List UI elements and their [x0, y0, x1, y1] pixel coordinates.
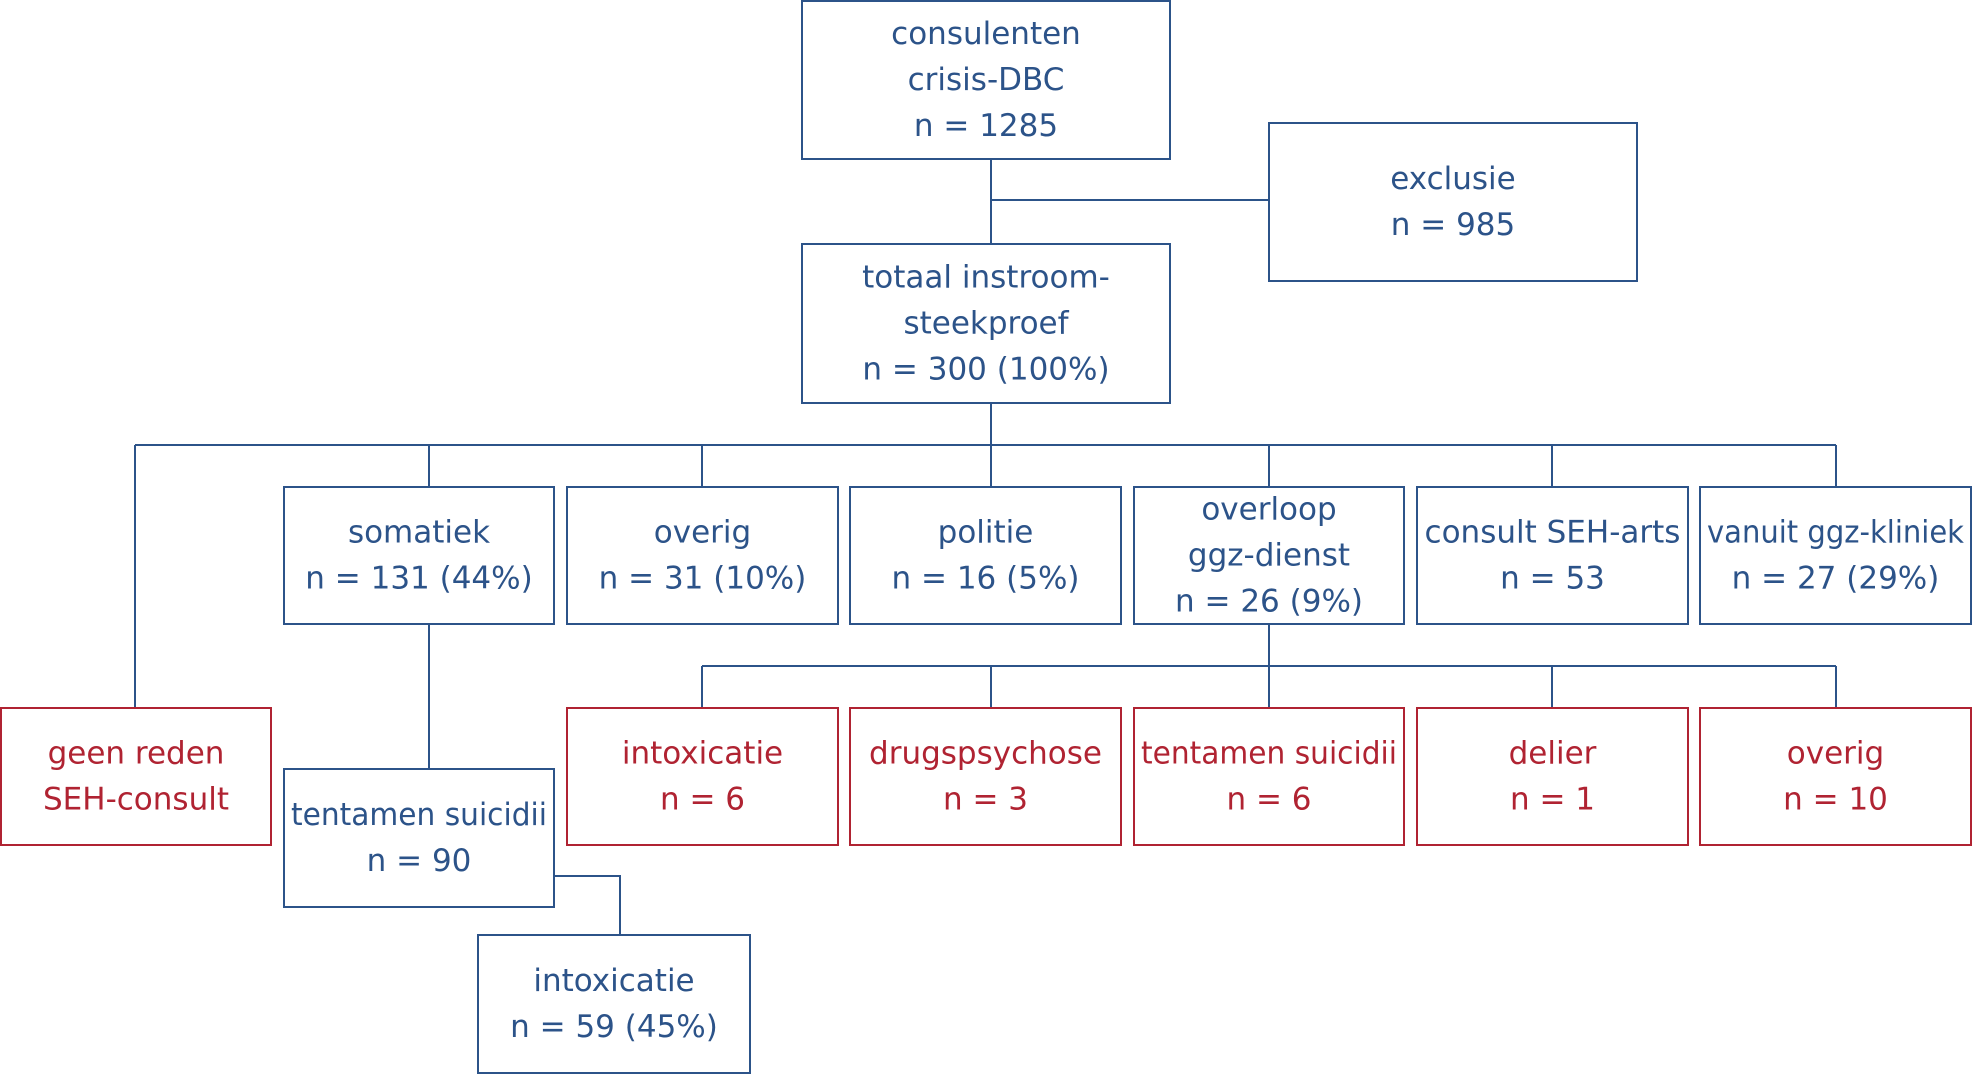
box-overig-top: overig n = 31 (10%): [566, 486, 839, 625]
box-intoxicatie-red: intoxicatie n = 6: [566, 707, 839, 846]
box-politie-line-2: n = 16 (5%): [892, 561, 1080, 597]
box-overig-bottom-frame: [1699, 707, 1972, 846]
box-politie-line-1: politie: [938, 515, 1034, 551]
box-overig-top-line-2: n = 31 (10%): [599, 561, 807, 597]
box-totaal-line-2: steekproef: [903, 306, 1069, 342]
box-overloop: overloop ggz-dienst n = 26 (9%): [1133, 486, 1405, 625]
box-exclusie-frame: [1268, 122, 1638, 282]
box-vanuit-ggz-frame: [1699, 486, 1972, 625]
box-consulenten-line-1: consulenten: [891, 16, 1081, 52]
box-overig-top-line-1: overig: [654, 515, 751, 551]
box-vanuit-ggz-line-2: n = 27 (29%): [1732, 561, 1940, 597]
box-intoxicatie-red-line-1: intoxicatie: [622, 736, 783, 772]
box-delier-line-1: delier: [1509, 736, 1597, 772]
box-somatiek-line-1: somatiek: [348, 515, 490, 551]
box-drugspsychose-line-2: n = 3: [943, 782, 1028, 818]
box-totaal: totaal instroom-steekproef n = 300 (100%): [801, 243, 1171, 404]
box-somatiek-line-2: n = 131 (44%): [305, 561, 532, 597]
box-totaal-line-1: totaal instroom-: [862, 260, 1110, 296]
box-vanuit-ggz-line-1: vanuit ggz-kliniek: [1707, 515, 1964, 551]
box-overloop-frame: [1133, 486, 1405, 625]
box-exclusie: exclusie n = 985: [1268, 122, 1638, 282]
connector-tentamen-intoxicatie: [554, 875, 621, 935]
box-somatiek: somatiek n = 131 (44%): [283, 486, 555, 625]
box-overig-bottom-line-2: n = 10: [1783, 782, 1888, 818]
box-politie: politie n = 16 (5%): [849, 486, 1122, 625]
box-consult-seh: consult SEH-arts n = 53: [1416, 486, 1689, 625]
box-consult-seh-frame: [1416, 486, 1689, 625]
box-tentamen-red-line-1: tentamen suicidii: [1141, 736, 1397, 772]
box-drugspsychose-frame: [849, 707, 1122, 846]
box-totaal-frame: [801, 243, 1171, 404]
box-tentamen-red-frame: [1133, 707, 1405, 846]
box-exclusie-line-2: n = 985: [1391, 207, 1516, 243]
box-consulenten: consulenten crisis-DBC n = 1285: [801, 0, 1171, 160]
box-intoxicatie-blue-line-2: n = 59 (45%): [510, 1009, 718, 1045]
box-delier-frame: [1416, 707, 1689, 846]
box-tentamen-suicidii-line-1: tentamen suicidii: [291, 797, 547, 833]
box-vanuit-ggz: vanuit ggz-kliniek n = 27 (29%): [1699, 486, 1972, 625]
box-drugspsychose-line-1: drugspsychose: [869, 736, 1102, 772]
box-overloop-line-3: n = 26 (9%): [1175, 584, 1363, 620]
box-consult-seh-line-2: n = 53: [1500, 561, 1605, 597]
box-totaal-line-3: n = 300 (100%): [862, 352, 1109, 388]
box-tentamen-suicidii-frame: [283, 768, 555, 908]
box-intoxicatie-red-line-2: n = 6: [660, 782, 745, 818]
box-intoxicatie-blue-frame: [477, 934, 751, 1074]
box-consulenten-line-3: n = 1285: [914, 108, 1058, 144]
box-overig-bottom-line-1: overig: [1787, 736, 1884, 772]
box-drugspsychose: drugspsychose n = 3: [849, 707, 1122, 846]
box-geen-reden-frame: [0, 707, 272, 846]
box-politie-frame: [849, 486, 1122, 625]
box-overig-top-frame: [566, 486, 839, 625]
box-intoxicatie-blue-line-1: intoxicatie: [533, 963, 694, 999]
box-exclusie-line-1: exclusie: [1390, 161, 1515, 197]
box-intoxicatie-red-frame: [566, 707, 839, 846]
box-geen-reden-line-2: SEH-consult: [43, 782, 229, 818]
box-tentamen-suicidii: tentamen suicidii n = 90: [283, 768, 555, 908]
box-delier: delier n = 1: [1416, 707, 1689, 846]
box-tentamen-red: tentamen suicidii n = 6: [1133, 707, 1405, 846]
box-tentamen-red-line-2: n = 6: [1226, 782, 1311, 818]
box-overloop-line-2: ggz-dienst: [1188, 538, 1350, 574]
box-somatiek-frame: [283, 486, 555, 625]
box-consulenten-frame: [801, 0, 1171, 160]
box-consult-seh-line-1: consult SEH-arts: [1425, 515, 1681, 551]
box-tentamen-suicidii-line-2: n = 90: [367, 843, 472, 879]
box-overig-bottom: overig n = 10: [1699, 707, 1972, 846]
box-overloop-line-1: overloop: [1201, 492, 1336, 528]
box-consulenten-line-2: crisis-DBC: [908, 62, 1065, 98]
box-geen-reden-line-1: geen reden: [48, 736, 225, 772]
connectors: [134, 159, 1837, 935]
box-delier-line-2: n = 1: [1510, 782, 1595, 818]
box-intoxicatie-blue: intoxicatie n = 59 (45%): [477, 934, 751, 1074]
